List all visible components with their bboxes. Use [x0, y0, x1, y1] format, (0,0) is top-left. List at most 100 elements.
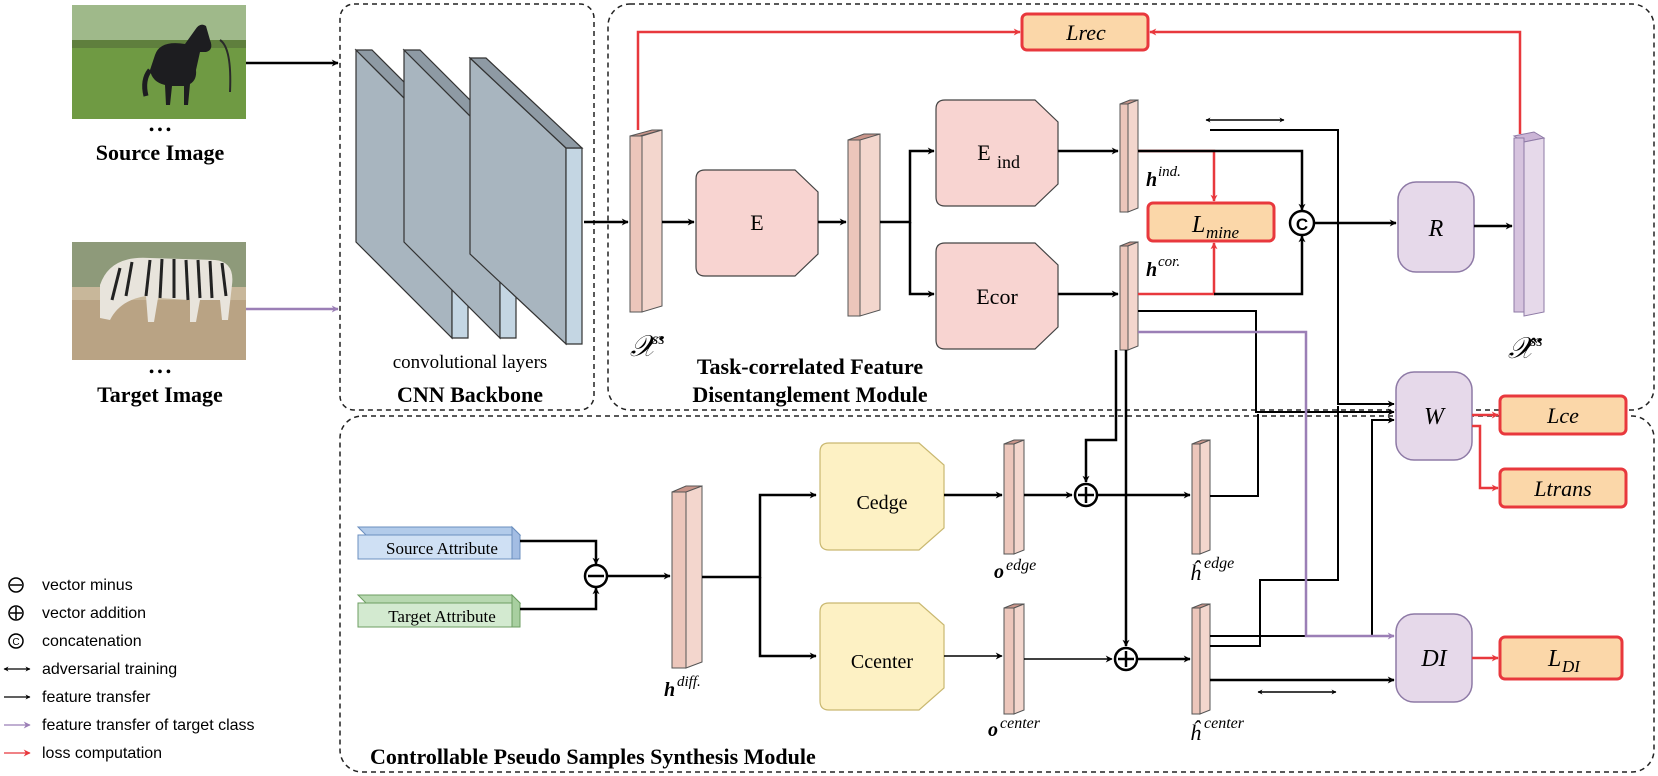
legend-label-6: loss computation — [42, 745, 162, 762]
hdiff-to-Ccenter-arrow — [758, 577, 817, 660]
target-image — [72, 242, 246, 360]
h-ind-sup: ind. — [1158, 164, 1181, 180]
legend-label-5: feature transfer of target class — [42, 717, 255, 734]
legend-label-2: concatenation — [42, 633, 142, 650]
h-cor-sup: cor. — [1158, 254, 1180, 270]
loss-ce-box — [1498, 394, 1628, 436]
classifier-Cedge — [819, 442, 945, 551]
hhat-center-label: ĥ — [1190, 720, 1202, 745]
h-ind-feature — [1119, 99, 1139, 213]
hhat-center-to-W-arrow — [1210, 416, 1395, 637]
source-attribute-label: Source Attribute — [386, 539, 498, 558]
loss-DI-main: L — [1547, 646, 1561, 672]
conv-layers-label: convolutional layers — [393, 352, 548, 373]
vector-addition-icon — [8, 605, 24, 621]
conv-slabs — [354, 48, 584, 346]
h-diff-feature — [671, 485, 703, 669]
classifier-W-label: W — [1424, 404, 1446, 430]
concatenation-symbol: C — [1296, 215, 1308, 234]
o-center-feature — [1003, 603, 1025, 715]
h-cor-label: h — [1146, 259, 1157, 281]
legend-concat-c: C — [12, 637, 19, 648]
tfd-module-box — [607, 3, 1655, 411]
source-attr-to-minus-arrow — [520, 539, 600, 565]
loss-rec-box — [1020, 12, 1150, 52]
legend-label-0: vector minus — [42, 577, 133, 594]
target-image-label: Target Image — [97, 382, 223, 407]
x-hat-ss-sup: ss — [1530, 333, 1542, 350]
loss-mine-main: L — [1191, 212, 1205, 238]
classifier-Ccenter-label: Ccenter — [851, 651, 914, 673]
o-edge-feature — [1003, 439, 1025, 555]
h-diff-label: h — [664, 679, 675, 701]
discriminator-DI-label: DI — [1420, 646, 1447, 672]
loss-DI-sub: DI — [1561, 657, 1581, 676]
target-attribute-box — [356, 593, 522, 628]
o-center-sup: center — [1000, 715, 1041, 732]
target-ellipsis: • • • — [149, 365, 171, 380]
legend-label-4: feature transfer — [42, 689, 151, 706]
target-attribute-label: Target Attribute — [388, 607, 496, 626]
cnn-backbone-title: CNN Backbone — [397, 382, 543, 407]
legend: vector minus vector addition C concatena… — [3, 577, 255, 762]
source-ellipsis: • • • — [149, 123, 171, 138]
feature-to-Ecor-arrow — [908, 222, 935, 298]
source-image — [72, 5, 246, 119]
hhat-center-sup: center — [1204, 715, 1245, 732]
feature-to-Eind-arrow — [880, 147, 935, 224]
encoder-Eind — [935, 99, 1059, 207]
concatenation-icon — [8, 633, 24, 649]
loss-trans-label: Ltrans — [1533, 476, 1591, 501]
hind-to-concat-arrow — [1138, 149, 1306, 211]
loss-mine-sub: mine — [1206, 223, 1240, 242]
o-center-label: o — [988, 719, 998, 741]
hhat-center-feature — [1191, 603, 1211, 715]
encoder-Eind-label: E — [977, 140, 990, 165]
cnn-backbone-box — [339, 3, 595, 411]
hhat-edge-feature — [1191, 439, 1211, 555]
hcor-to-concat-arrow — [1214, 235, 1306, 296]
loss-rec-label: Lrec — [1065, 20, 1106, 45]
hind-to-W-arrow — [1210, 129, 1395, 408]
target-attr-to-minus-arrow — [520, 587, 600, 611]
o-edge-label: o — [994, 561, 1004, 583]
encoder-E-label: E — [750, 210, 763, 235]
loss-ce-label: Lce — [1546, 403, 1579, 428]
cpss-module-box — [339, 415, 1655, 773]
encoder-Ecor-label: Ecor — [976, 284, 1018, 309]
hcor-target-to-DI-arrow — [1138, 330, 1395, 640]
E-output-feature — [847, 133, 881, 317]
x-ss-sup: ss — [652, 331, 664, 348]
hhat-edge-sup: edge — [1204, 555, 1234, 572]
hhat-center-to-W-arrow-2 — [1210, 406, 1339, 647]
cpss-title: Controllable Pseudo Samples Synthesis Mo… — [370, 744, 816, 769]
h-ind-label: h — [1146, 169, 1157, 191]
x-ss-feature — [629, 129, 663, 313]
reconstructor-R-label: R — [1428, 216, 1444, 242]
h-cor-feature — [1119, 241, 1139, 351]
hhat-edge-to-W-arrow — [1210, 414, 1259, 497]
hdiff-to-Cedge-arrow — [702, 491, 817, 579]
classifier-Cedge-label: Cedge — [856, 492, 907, 514]
encoder-Ecor — [935, 242, 1059, 350]
legend-label-1: vector addition — [42, 605, 146, 622]
source-image-label: Source Image — [96, 140, 225, 165]
classifier-Ccenter — [819, 602, 945, 711]
hcor-to-plus-edge-arrow — [1082, 350, 1118, 483]
encoder-Eind-sub: ind — [997, 152, 1020, 172]
loss-trans-box — [1498, 467, 1628, 509]
vector-minus-icon — [8, 577, 24, 593]
hcor-to-W-arrow — [1138, 310, 1395, 416]
o-edge-sup: edge — [1006, 557, 1036, 574]
legend-label-3: adversarial training — [42, 661, 177, 678]
tfd-title-line1: Task-correlated Feature — [697, 354, 924, 379]
xss-to-Lrec-arrow — [636, 28, 1021, 130]
hhat-edge-label: ĥ — [1190, 560, 1202, 585]
xhat-to-Lrec-arrow — [1149, 28, 1522, 134]
encoder-E — [695, 169, 819, 277]
x-hat-ss-feature — [1512, 131, 1546, 317]
loss-mine-box — [1146, 201, 1276, 243]
source-attribute-box — [356, 525, 522, 560]
tfd-title-line2: Disentanglement Module — [692, 382, 928, 407]
